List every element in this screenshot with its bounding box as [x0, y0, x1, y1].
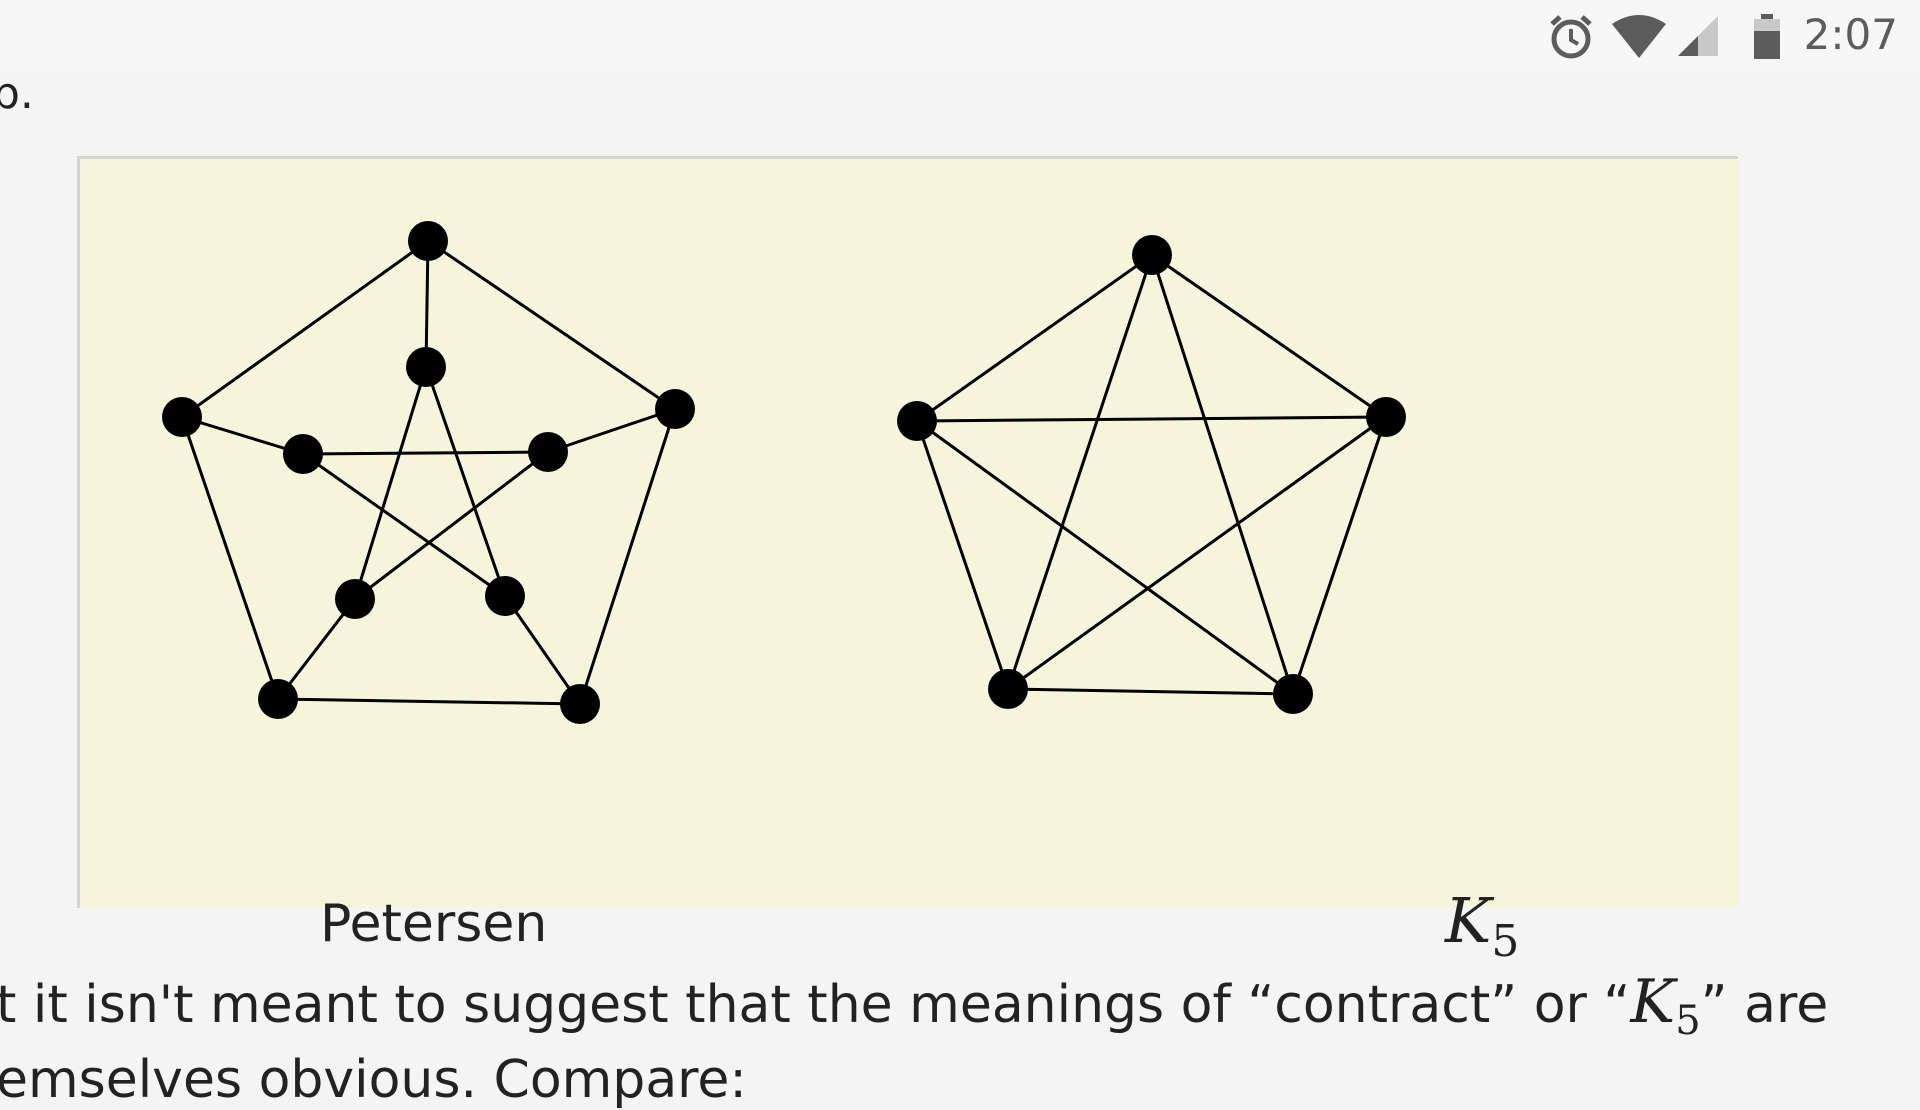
k5-caption: K5	[1445, 884, 1519, 967]
article-content[interactable]: b.	[0, 68, 1920, 1110]
petersen-graph-lines	[180, 239, 677, 706]
graph-drawing-main	[162, 221, 1406, 724]
graph-figure: Petersen K5	[77, 156, 1738, 967]
k5-inline-math: K5	[1630, 967, 1700, 1044]
k5-vertices	[897, 235, 1406, 714]
petersen-caption: Petersen	[320, 894, 548, 954]
petersen-vertices	[162, 221, 695, 724]
cell-signal-icon	[1678, 16, 1718, 56]
paragraph-line-1-text: t it isn't meant to suggest that the mea…	[0, 975, 1631, 1035]
k5-caption-subscript: 5	[1491, 916, 1520, 967]
paragraph-line-2: emselves obvious. Compare:	[0, 1050, 747, 1110]
paragraph-line-1: t it isn't meant to suggest that the mea…	[0, 972, 1828, 1051]
k5-graph-lines	[915, 253, 1388, 696]
status-bar: 2:07	[0, 0, 1920, 72]
wifi-icon	[1612, 15, 1666, 58]
k5-caption-letter: K	[1445, 884, 1492, 957]
alarm-icon	[1550, 15, 1592, 59]
k5-inline-letter: K	[1630, 967, 1676, 1037]
previous-text-fragment: b.	[0, 68, 34, 119]
battery-icon	[1754, 14, 1780, 59]
status-time: 2:07	[1803, 10, 1898, 59]
paragraph-line-1-tail: ” are	[1700, 975, 1829, 1035]
k5-inline-subscript: 5	[1675, 998, 1701, 1044]
